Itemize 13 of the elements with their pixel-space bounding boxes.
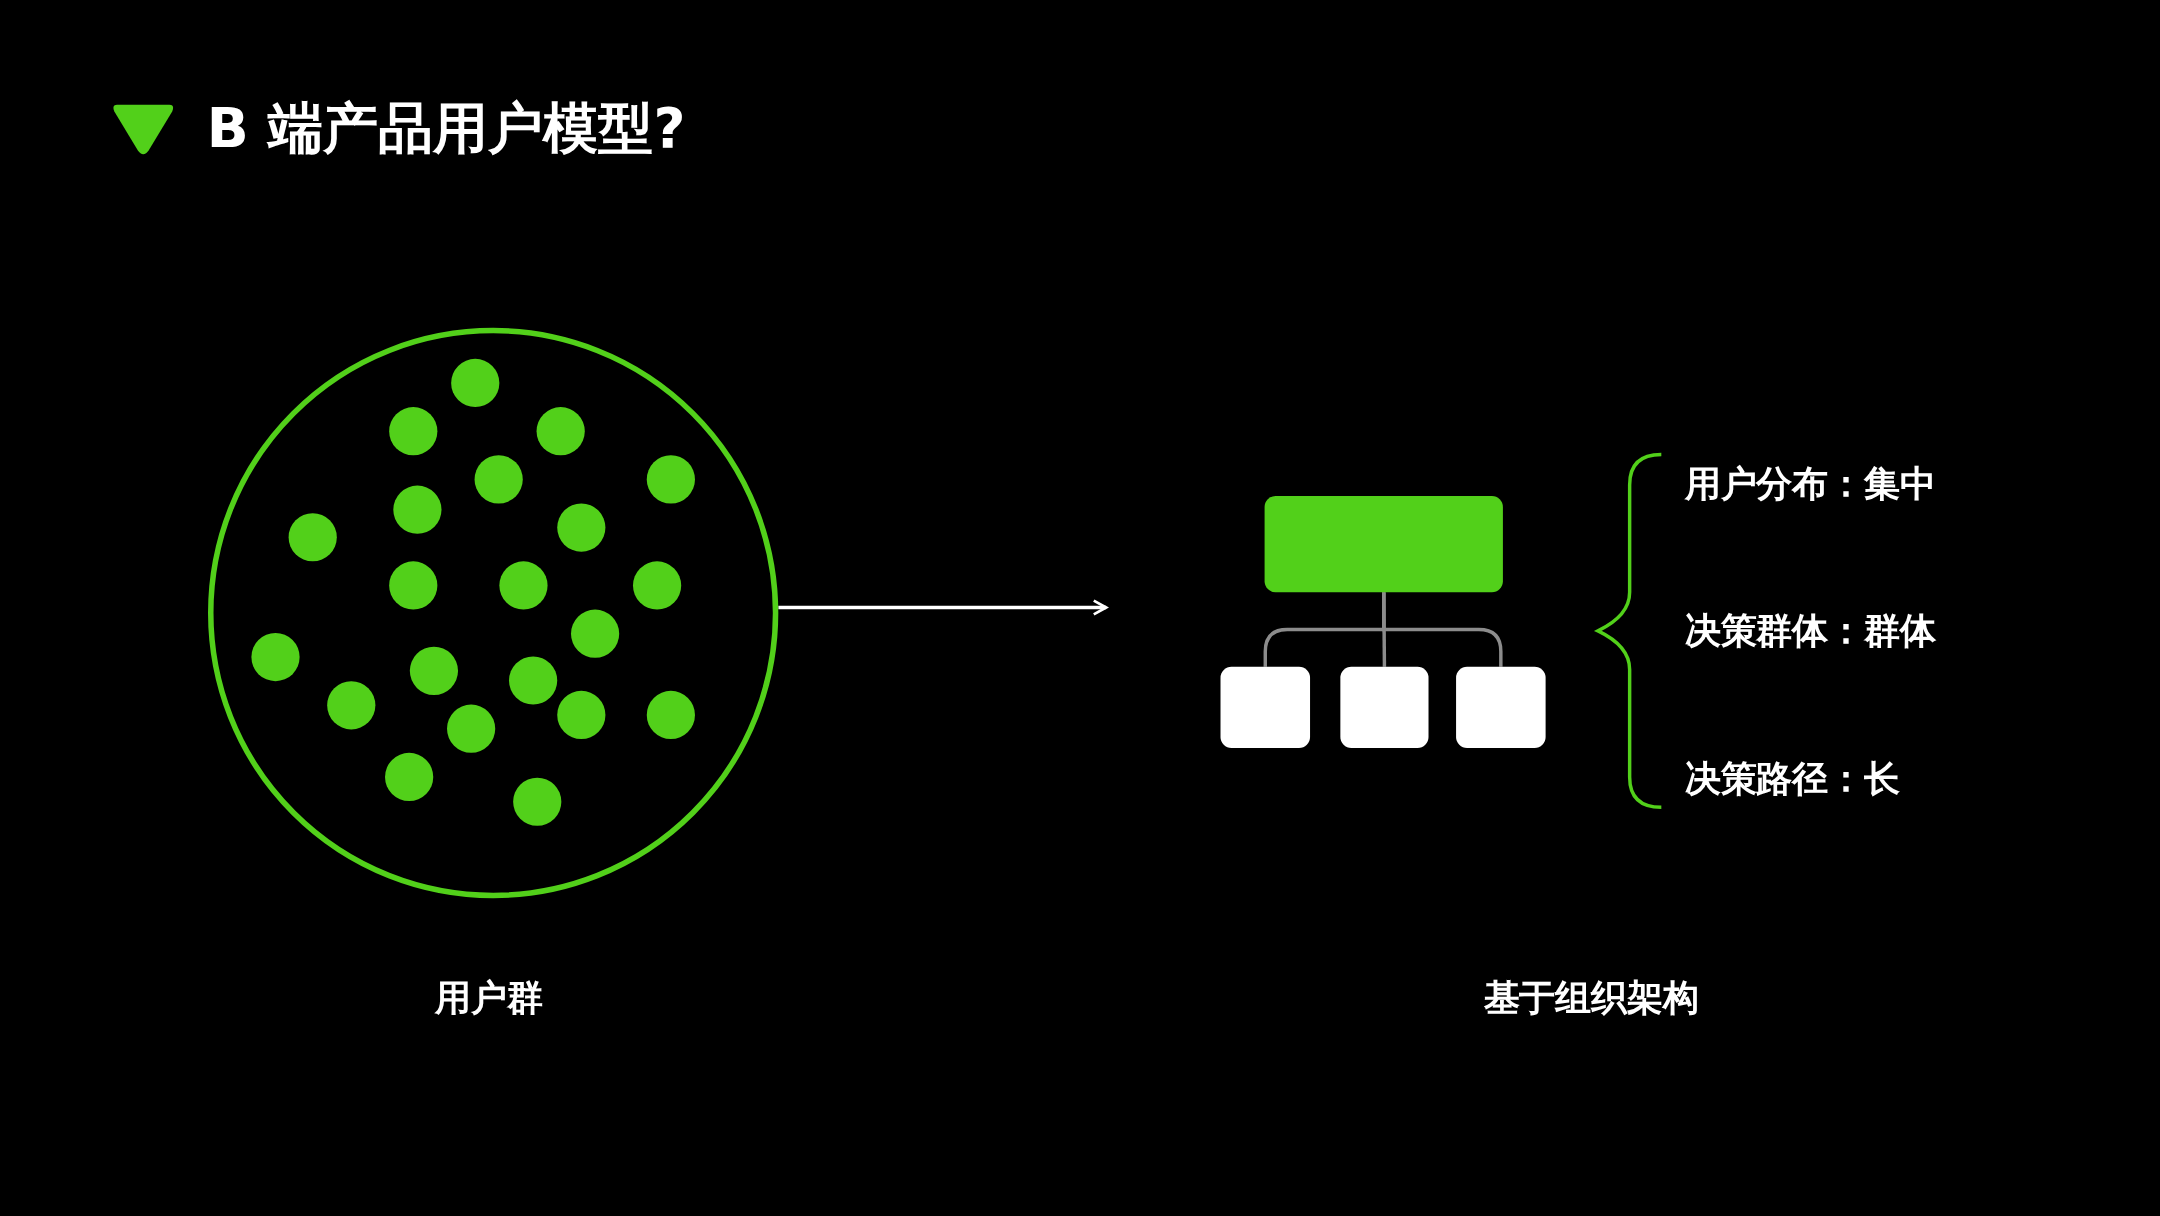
org-member-box — [1340, 666, 1429, 748]
title: B 端产品用户模型? — [206, 95, 686, 162]
caption: 基于组织架构 — [1482, 975, 1700, 1020]
arrow — [778, 599, 1108, 616]
attribute-text: 用户分布：集中 — [1684, 461, 1936, 507]
attribute-text: 决策群体：群体 — [1684, 609, 1936, 654]
connector-line — [1382, 592, 1503, 667]
org-member-box — [1456, 666, 1546, 748]
attribute-text: 决策路径：长 — [1684, 756, 1900, 801]
org-member-box — [1220, 666, 1311, 748]
caption: 用户群 — [433, 975, 544, 1020]
user-group-circle — [208, 327, 779, 899]
org-head-box — [1264, 495, 1503, 593]
